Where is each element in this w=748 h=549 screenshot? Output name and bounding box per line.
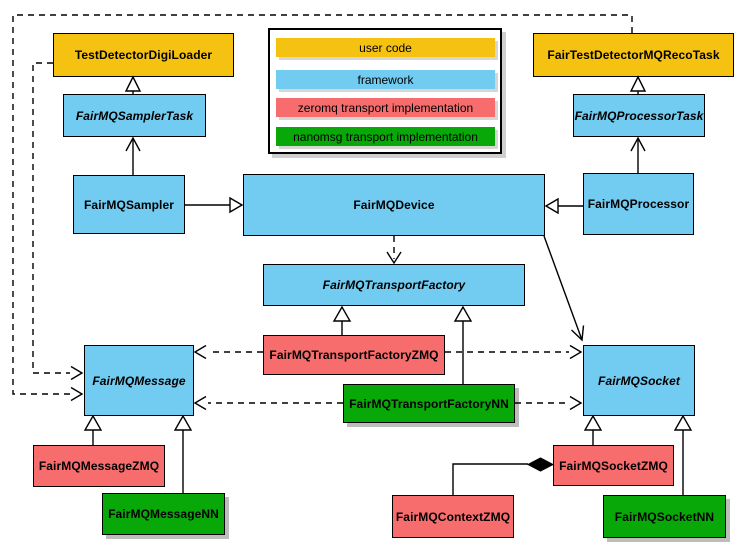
node-fairmqprocessortask: FairMQProcessorTask: [573, 94, 705, 137]
edge-factorynn-message-dependency: [193, 395, 343, 411]
edge-socketzmq-socket-generalization: [583, 414, 603, 445]
node-fairmqsamplertask: FairMQSamplerTask: [63, 94, 206, 137]
node-fairtestdetectormqrecotask: FairTestDetectorMQRecoTask: [533, 33, 734, 77]
node-fairmqtransportfactorynn: FairMQTransportFactoryNN: [343, 384, 515, 423]
edge-sampler-device-generalization: [185, 196, 244, 214]
edge-device-socket-arrow: [543, 235, 585, 342]
edge-processortask-recotask-generalization: [629, 75, 647, 95]
node-fairmqmessage: FairMQMessage: [84, 345, 194, 416]
edge-messagezmq-message-generalization: [83, 414, 103, 445]
node-fairmqcontextzmq: FairMQContextZMQ: [392, 495, 514, 538]
legend-item-nanomsg: nanomsg transport implementation: [276, 127, 495, 146]
node-fairmqmessagezmq: FairMQMessageZMQ: [33, 445, 165, 487]
node-fairmqdevice: FairMQDevice: [243, 174, 545, 236]
legend-item-zeromq: zeromq transport implementation: [276, 98, 495, 117]
edge-contextzmq-socketzmq-composition: [452, 457, 555, 495]
edge-processor-processortask-arrow: [630, 136, 646, 173]
node-fairmqprocessor: FairMQProcessor: [583, 173, 694, 235]
edge-factorynn-socket-dependency: [515, 395, 583, 411]
edge-sampler-samplertask-arrow: [125, 136, 141, 175]
edge-processor-device-generalization: [544, 197, 583, 215]
edge-device-factory-dependency: [386, 236, 402, 265]
node-testdetectordigiloader: TestDetectorDigiLoader: [53, 33, 234, 77]
edge-samplertask-digiloader-generalization: [124, 75, 142, 95]
legend-item-user-code: user code: [276, 38, 495, 57]
node-fairmqmessagenn: FairMQMessageNN: [102, 493, 225, 535]
edge-factorynn-factory-generalization: [453, 305, 473, 384]
node-fairmqsocketnn: FairMQSocketNN: [603, 495, 726, 538]
legend-item-framework: framework: [276, 70, 495, 89]
edge-socketnn-socket-generalization: [673, 414, 693, 495]
node-fairmqsocketzmq: FairMQSocketZMQ: [553, 445, 674, 486]
edge-factoryzmq-socket-dependency: [445, 344, 583, 360]
legend: user code framework zeromq transport imp…: [268, 28, 502, 154]
edge-messagenn-message-generalization: [173, 414, 193, 493]
node-fairmqtransportfactory: FairMQTransportFactory: [263, 264, 525, 306]
node-fairmqsocket: FairMQSocket: [583, 345, 695, 416]
edge-factoryzmq-message-dependency: [193, 344, 263, 360]
edge-factoryzmq-factory-generalization: [332, 305, 352, 335]
node-fairmqtransportfactoryzmq: FairMQTransportFactoryZMQ: [263, 335, 445, 375]
node-fairmqsampler: FairMQSampler: [73, 175, 185, 234]
